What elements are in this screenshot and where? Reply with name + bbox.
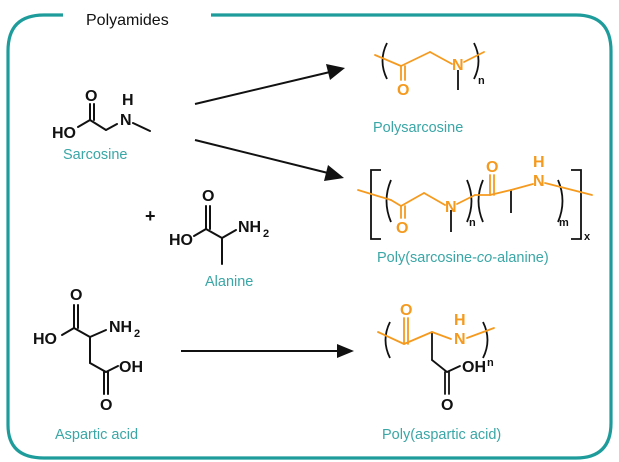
copolymer-atom-o2: O xyxy=(486,159,498,176)
plus-sign: + xyxy=(145,206,156,226)
copolymer-name-suffix: -alanine) xyxy=(492,250,548,266)
sarcosine-structure: O HO H N Sarcosine xyxy=(52,88,151,163)
copolymer-name-prefix: Poly(sarcosine- xyxy=(377,250,477,266)
aspartic-acid-bonds xyxy=(61,304,119,395)
paren-1-left xyxy=(385,179,392,223)
aspartic-atom-o-bottom: O xyxy=(100,397,112,414)
sarcosine-atom-n: N xyxy=(120,112,132,129)
copolymer-atom-n2: N xyxy=(533,173,545,190)
paren-left xyxy=(381,42,388,80)
alanine-atom-nh: NH xyxy=(238,219,261,236)
polysarcosine-atom-n: N xyxy=(452,57,464,74)
copolymer-atom-h: H xyxy=(533,154,545,171)
paren-2-left xyxy=(477,179,484,223)
paren-2-right xyxy=(557,179,564,223)
paren-left xyxy=(384,321,391,359)
poly-aspartic-subscript-n: n xyxy=(487,357,494,369)
sarcosine-atom-o: O xyxy=(85,88,97,105)
poly-aspartic-atom-h: H xyxy=(454,312,466,329)
aspartic-atom-oh: OH xyxy=(119,359,143,376)
poly-aspartic-atom-o: O xyxy=(400,302,412,319)
copolymer-name-italic: co xyxy=(477,250,492,266)
poly-aspartic-atom-oh: OH xyxy=(462,359,486,376)
polysarcosine-structure: O N n Polysarcosine xyxy=(373,42,485,136)
aspartic-acid-name: Aspartic acid xyxy=(55,427,138,443)
alanine-atom-ho: HO xyxy=(169,232,193,249)
copolymer-atom-n1: N xyxy=(445,199,457,216)
paren-right xyxy=(482,321,489,359)
alanine-bonds xyxy=(193,205,237,265)
sarcosine-atom-ho: HO xyxy=(52,125,76,142)
bracket-left xyxy=(370,169,381,240)
aspartic-atom-nh: NH xyxy=(109,319,132,336)
reaction-arrows xyxy=(181,64,354,358)
sarcosine-atom-h: H xyxy=(122,92,134,109)
polysarcosine-atom-o: O xyxy=(397,82,409,99)
copolymer-subscript-n: n xyxy=(469,217,476,229)
alanine-atom-nh-sub: 2 xyxy=(263,228,269,240)
aspartic-acid-structure: O HO NH 2 OH O Aspartic acid xyxy=(33,287,143,443)
bracket-right xyxy=(571,169,582,240)
arrow-to-copolymer xyxy=(194,139,344,181)
frame: Polyamides xyxy=(6,12,613,460)
poly-aspartic-atom-o-bottom: O xyxy=(441,397,453,414)
poly-aspartic-name: Poly(aspartic acid) xyxy=(382,427,501,443)
alanine-name: Alanine xyxy=(205,274,253,290)
aspartic-atom-ho: HO xyxy=(33,331,57,348)
copolymer-atom-o1: O xyxy=(396,220,408,237)
copolymer-name: Poly(sarcosine-co-alanine) xyxy=(377,250,549,266)
sarcosine-name: Sarcosine xyxy=(63,147,127,163)
arrow-to-polysarcosine xyxy=(194,64,345,105)
poly-aspartic-atom-n: N xyxy=(454,331,466,348)
aspartic-atom-nh-sub: 2 xyxy=(134,328,140,340)
frame-title: Polyamides xyxy=(86,12,169,29)
arrow-to-poly-aspartic xyxy=(181,344,354,358)
alanine-atom-o: O xyxy=(202,188,214,205)
copolymer-subscript-m: m xyxy=(559,217,569,229)
poly-aspartic-structure: O H N n OH O Poly(aspartic acid) xyxy=(377,302,501,443)
paren-right xyxy=(473,42,480,80)
copolymer-structure: O N n O H N m x Poly(sarcosine-co-alanin… xyxy=(357,154,593,266)
frame-border xyxy=(6,13,613,460)
copolymer-subscript-x: x xyxy=(584,231,591,243)
sarcosine-bonds xyxy=(77,103,151,132)
polysarcosine-name: Polysarcosine xyxy=(373,120,463,136)
polysarcosine-subscript-n: n xyxy=(478,75,485,87)
alanine-structure: O HO NH 2 Alanine xyxy=(169,188,269,290)
aspartic-atom-o-top: O xyxy=(70,287,82,304)
paren-1-right xyxy=(466,179,473,223)
